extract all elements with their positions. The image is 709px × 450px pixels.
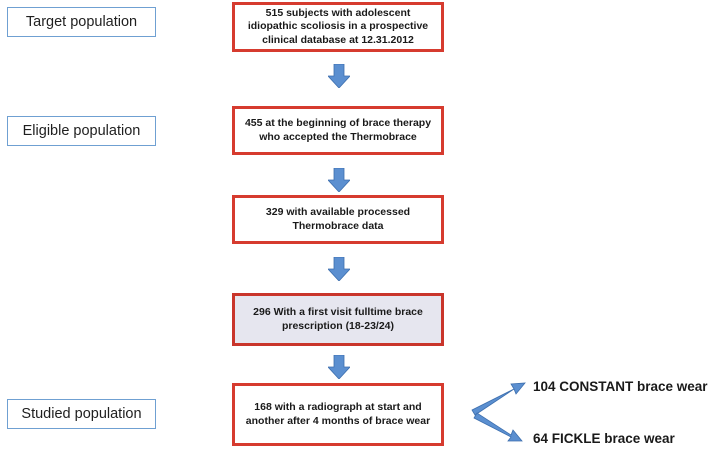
flow-box-515-subjects: 515 subjects with adolescent idiopathic … bbox=[232, 2, 444, 52]
outcome-fickle: 64 FICKLE brace wear bbox=[533, 431, 675, 446]
label-eligible-text: Eligible population bbox=[22, 123, 141, 139]
label-target-population: Target population bbox=[7, 7, 156, 37]
flow-box-296-prescription: 296 With a first visit fulltime brace pr… bbox=[232, 293, 444, 346]
label-studied-text: Studied population bbox=[21, 406, 142, 422]
branch-arrow-up-icon bbox=[471, 382, 526, 416]
flow-box-5-text: 168 with a radiograph at start and anoth… bbox=[245, 400, 431, 427]
label-studied-population: Studied population bbox=[7, 399, 156, 429]
flow-box-168-radiograph: 168 with a radiograph at start and anoth… bbox=[232, 383, 444, 446]
label-eligible-population: Eligible population bbox=[7, 116, 156, 146]
flow-box-4-text: 296 With a first visit fulltime brace pr… bbox=[253, 305, 423, 332]
flow-box-455-eligible: 455 at the beginning of brace therapy wh… bbox=[232, 106, 444, 155]
flow-box-3-text: 329 with available processed Thermobrace… bbox=[265, 205, 411, 232]
down-arrow-icon bbox=[328, 355, 350, 379]
flow-box-2-text: 455 at the beginning of brace therapy wh… bbox=[244, 116, 432, 143]
down-arrow-icon bbox=[328, 64, 350, 88]
flow-box-329-data: 329 with available processed Thermobrace… bbox=[232, 195, 444, 244]
branch-arrow-down-icon bbox=[473, 412, 523, 442]
down-arrow-icon bbox=[328, 257, 350, 281]
label-target-text: Target population bbox=[25, 14, 138, 30]
outcome-constant: 104 CONSTANT brace wear bbox=[533, 379, 708, 394]
flow-box-1-text: 515 subjects with adolescent idiopathic … bbox=[247, 6, 429, 46]
down-arrow-icon bbox=[328, 168, 350, 192]
